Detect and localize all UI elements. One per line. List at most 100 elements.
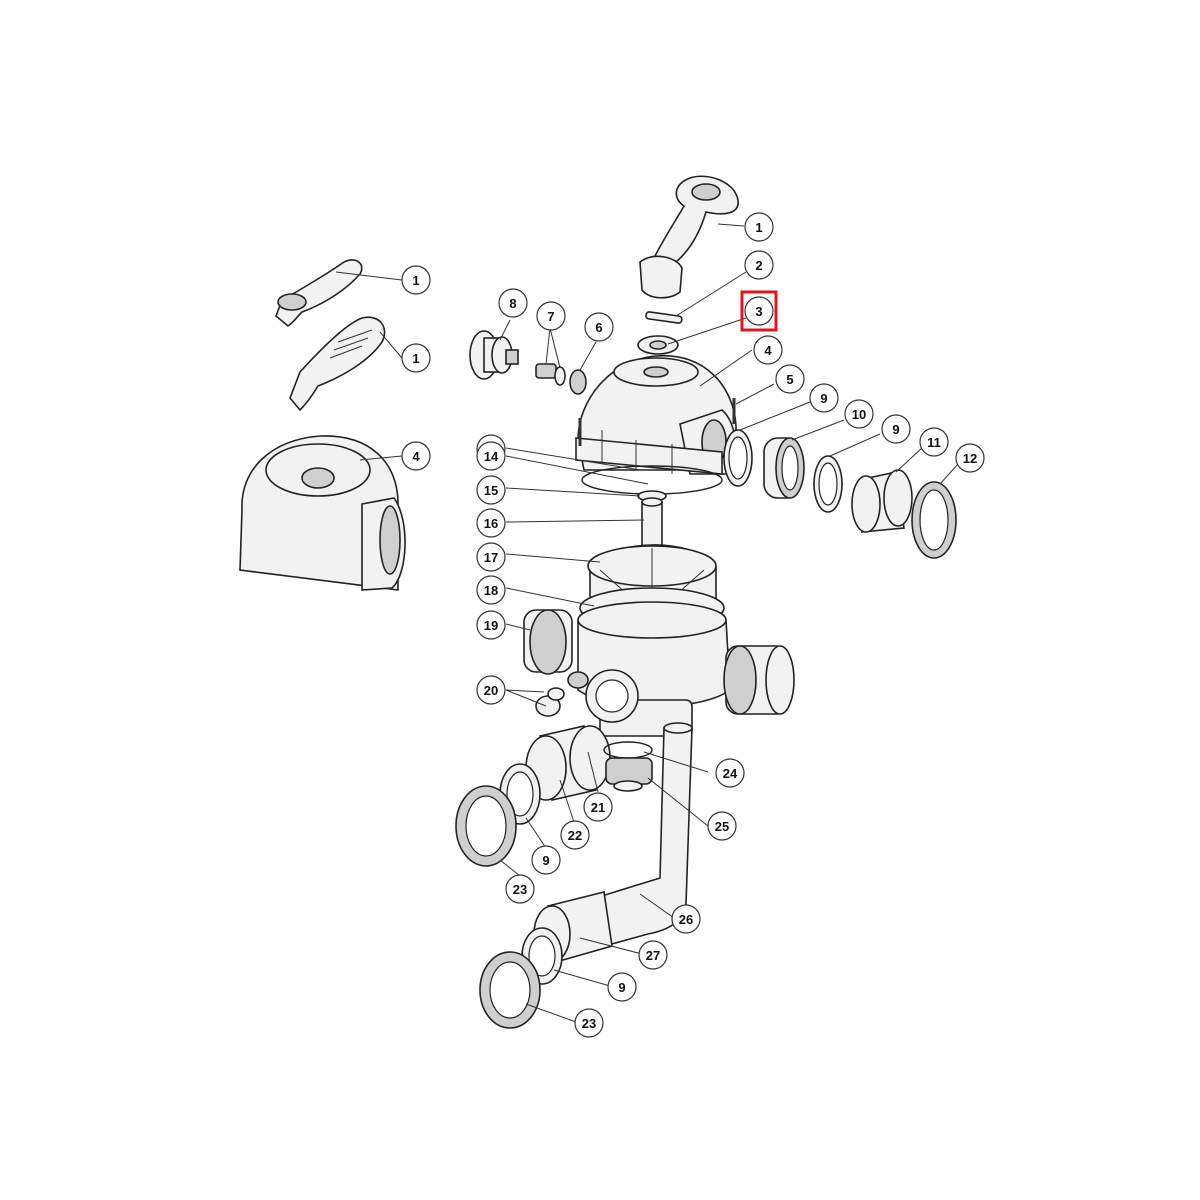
callout-number: 9: [892, 422, 899, 437]
callout-c14: 14: [476, 441, 506, 471]
callout-number: 1: [412, 351, 419, 366]
callout-c20: 20: [476, 675, 506, 705]
callout-c9c: 9: [531, 845, 561, 875]
callout-number: 7: [547, 309, 554, 324]
callout-circle: [476, 542, 506, 572]
part-valve-cover-left: [239, 435, 406, 591]
callout-circle: [476, 610, 506, 640]
callout-c18: 18: [476, 575, 506, 605]
callout-c4b: 4: [401, 441, 431, 471]
part-washer: [637, 335, 679, 355]
callout-circle: [809, 383, 839, 413]
callout-circle: [476, 475, 506, 505]
callout-number: 26: [679, 912, 693, 927]
callout-c1a: 1: [744, 212, 774, 242]
callout-circle: [584, 312, 614, 342]
part-handle-top: [639, 175, 739, 299]
callout-circle: [775, 364, 805, 394]
callout-number: 5: [786, 372, 793, 387]
part-gasket-right-1: [723, 429, 753, 487]
callout-c19: 19: [476, 610, 506, 640]
callout-c4a: 4: [753, 335, 783, 365]
callout-c9b: 9: [881, 414, 911, 444]
part-handle-left-1: [275, 259, 363, 327]
callout-number: 27: [646, 948, 660, 963]
callout-c23a: 23: [505, 874, 535, 904]
callout-circle: [401, 265, 431, 295]
callout-number: 10: [852, 407, 866, 422]
callout-number: 8: [509, 296, 516, 311]
part-nut-right: [911, 481, 957, 559]
callout-number: 23: [513, 882, 527, 897]
callout-number: 21: [591, 800, 605, 815]
callout-number: 14: [484, 449, 499, 464]
callout-c7: 7: [536, 301, 566, 331]
callout-circle: [744, 212, 774, 242]
callout-bubbles: 1234591091112114876131415161718192024212…: [401, 212, 985, 1038]
callout-c9a: 9: [809, 383, 839, 413]
callout-circle: [607, 972, 637, 1002]
part-front-port: [585, 669, 639, 723]
callout-c24: 24: [715, 758, 745, 788]
callout-c23b: 23: [574, 1008, 604, 1038]
callout-number: 11: [927, 435, 941, 450]
callout-c5: 5: [775, 364, 805, 394]
callout-circle: [753, 335, 783, 365]
part-tailpiece-right: [851, 469, 913, 533]
callout-c25: 25: [707, 811, 737, 841]
callout-c12: 12: [955, 443, 985, 473]
callout-c9d: 9: [607, 972, 637, 1002]
callout-number: 4: [764, 343, 772, 358]
callout-circle: [536, 301, 566, 331]
callout-number: 25: [715, 819, 729, 834]
part-gauge-cap: [469, 330, 519, 380]
part-plug: [569, 369, 587, 395]
callout-c2: 2: [744, 250, 774, 280]
callout-c17: 17: [476, 542, 506, 572]
callout-c16: 16: [476, 508, 506, 538]
callout-circle: [476, 675, 506, 705]
part-small-fittings: [535, 671, 589, 717]
callout-circle: [476, 575, 506, 605]
callout-number: 9: [618, 980, 625, 995]
callout-c6: 6: [584, 312, 614, 342]
part-nut-bottom: [479, 951, 541, 1029]
part-gasket-right-2: [813, 455, 843, 513]
callout-circle: [919, 427, 949, 457]
part-pin: [645, 311, 683, 324]
callout-c21: 21: [583, 792, 613, 822]
callout-number: 17: [484, 550, 498, 565]
callout-circle: [560, 820, 590, 850]
callout-c22: 22: [560, 820, 590, 850]
callout-circle: [574, 1008, 604, 1038]
part-shaft: [641, 497, 663, 551]
callout-circle: [476, 508, 506, 538]
callout-circle: [498, 288, 528, 318]
part-union-left-body: [523, 609, 573, 675]
highlight-box: [740, 290, 778, 332]
callout-number: 18: [484, 583, 498, 598]
callout-number: 16: [484, 516, 498, 531]
callout-number: 4: [412, 449, 420, 464]
callout-c10: 10: [844, 399, 874, 429]
callout-number: 1: [412, 273, 419, 288]
part-union-right-body: [723, 645, 795, 715]
callout-circle: [715, 758, 745, 788]
callout-circle: [955, 443, 985, 473]
callout-circle: [401, 343, 431, 373]
callout-c1c: 1: [401, 343, 431, 373]
callout-c26: 26: [671, 904, 701, 934]
part-bottom-union: [605, 757, 653, 792]
callout-c3: 3: [740, 290, 778, 332]
callout-c1b: 1: [401, 265, 431, 295]
callout-number: 12: [963, 451, 977, 466]
callout-circle: [476, 441, 506, 471]
callout-circle: [583, 792, 613, 822]
part-valve-cover: [575, 355, 737, 475]
callout-number: 6: [595, 320, 602, 335]
callout-number: 24: [723, 766, 738, 781]
callout-number: 9: [542, 853, 549, 868]
callout-circle: [531, 845, 561, 875]
callout-circle: [505, 874, 535, 904]
